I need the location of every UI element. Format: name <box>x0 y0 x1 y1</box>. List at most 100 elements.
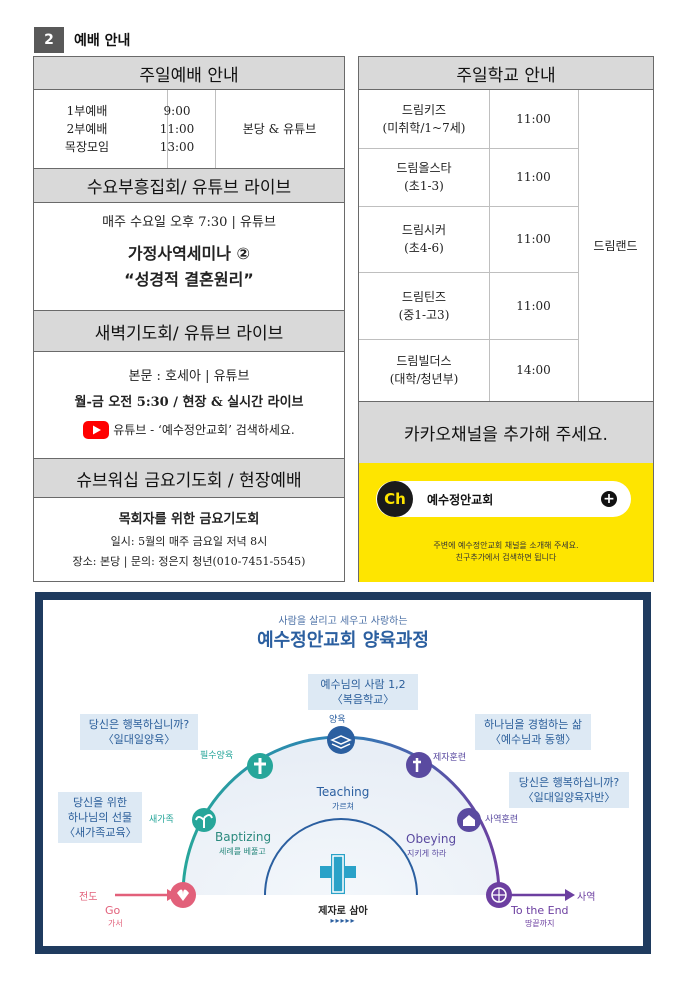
step-essential: 필수양육 <box>200 751 234 761</box>
center-arrows: ▸▸▸▸▸ <box>330 916 356 925</box>
youtube-hint-text: 유튜브 - ‘예수정안교회’ 검색하세요. <box>113 423 295 437</box>
class-age: (초4-6) <box>404 241 444 255</box>
sunday-school-panel: 주일학교 안내 드림키즈 (미취학/1~7세) 11:00 드림올스타 (초1-… <box>358 56 654 582</box>
inner-arch <box>264 818 418 896</box>
kakao-channel-card: Ch 예수정안교회 + 주변에 예수정안교회 채널을 소개해 주세요. 친구추가… <box>359 463 653 582</box>
book-icon <box>327 726 355 754</box>
bubble-text: 하나님을 경험하는 삶 <box>483 718 583 731</box>
disciple-icon <box>406 752 432 778</box>
class-row: 드림키즈 (미취학/1~7세) <box>359 90 489 148</box>
discipleship-diagram: 사람을 살리고 세우고 사랑하는 예수정안교회 양육과정 예수님의 사람 1,2… <box>43 600 643 946</box>
bubble-text: 당신을 위한 <box>72 796 128 809</box>
bubble-text: 하나님의 선물 <box>67 811 133 824</box>
service-time: 11:00 <box>159 122 195 136</box>
kakao-desc-2: 친구추가에서 검색하면 됩니다 <box>455 553 557 562</box>
worship-info-panel: 주일예배 안내 1부예배 2부예배 목장모임 9:00 11:00 13:00 … <box>33 56 345 582</box>
friday-title: 목회자를 위한 금요기도회 <box>118 512 260 527</box>
service-names: 1부예배 2부예배 목장모임 <box>34 95 140 163</box>
class-name: 드림틴즈 <box>401 289 447 304</box>
bubble-new-family: 당신을 위한 하나님의 선물 〈새가족교육〉 <box>58 792 142 843</box>
step-end-en: To the End <box>511 904 569 917</box>
class-name: 드림키즈 <box>401 103 447 117</box>
service-name: 1부예배 <box>66 104 108 118</box>
bubble-text: 〈복음학교〉 <box>331 693 395 706</box>
service-place: 본당 & 유튜브 <box>242 122 317 136</box>
section-title: 예배 안내 <box>74 33 131 49</box>
step-go-label: 전도 <box>79 892 98 903</box>
service-time: 13:00 <box>159 140 195 154</box>
mission-arrow <box>565 889 575 901</box>
arc-baptizing-kr: 세례를 베풀고 <box>219 847 266 856</box>
bubble-text: 당신은 행복하십니까? <box>88 718 190 731</box>
step-ministry-training: 사역훈련 <box>485 815 519 825</box>
step-mission: 사역 <box>577 892 596 903</box>
step-end-kr: 땅끝까지 <box>525 919 555 928</box>
youtube-icon <box>83 421 110 439</box>
class-age: (대학/청년부) <box>389 372 459 386</box>
friday-header: 슈브워십 금요기도회 / 현장예배 <box>34 458 344 498</box>
dawn-text: 본문 : 호세아 | 유튜브 <box>128 369 250 384</box>
diagram-graphics <box>115 726 575 908</box>
class-name: 드림올스타 <box>396 161 452 175</box>
class-time: 11:00 <box>516 232 551 246</box>
friday-date: 일시: 5월의 매주 금요일 저녁 8시 <box>110 535 268 548</box>
step-new-family: 새가족 <box>149 815 174 825</box>
class-row: 드림틴즈 (중1-고3) <box>359 272 489 339</box>
class-time: 14:00 <box>516 363 551 377</box>
center-label: 제자로 삼아 <box>318 906 368 917</box>
sunday-worship-table: 1부예배 2부예배 목장모임 9:00 11:00 13:00 본당 & 유튜브 <box>34 90 344 168</box>
step-disciple: 제자훈련 <box>433 753 467 763</box>
step-nurture: 양육 <box>329 715 346 725</box>
bubble-one-on-one: 당신은 행복하십니까? 〈일대일양육〉 <box>80 714 198 750</box>
kakao-channel-name: 예수정안교회 <box>427 493 494 507</box>
sunday-school-header: 주일학교 안내 <box>359 57 653 90</box>
class-age: (초1-3) <box>404 179 444 193</box>
sunday-worship-header: 주일예배 안내 <box>34 57 344 90</box>
wednesday-schedule: 매주 수요일 오후 7:30 | 유튜브 <box>102 215 276 230</box>
class-row: 드림빌더스 (대학/청년부) <box>359 339 489 401</box>
bubble-mentor-class: 당신은 행복하십니까? 〈일대일양육자반〉 <box>509 772 629 808</box>
arc-baptizing-en: Baptizing <box>215 830 272 844</box>
bubble-text: 〈예수님과 동행〉 <box>489 733 577 746</box>
class-row: 드림시커 (초4-6) <box>359 206 489 272</box>
step-go-en: Go <box>105 904 121 917</box>
class-place: 드림랜드 <box>593 238 638 253</box>
service-time: 9:00 <box>163 104 191 118</box>
kakao-header: 카카오채널을 추가해 주세요. <box>359 401 653 463</box>
youtube-search-hint: 유튜브 - ‘예수정안교회’ 검색하세요. <box>34 419 344 441</box>
kakao-channel-icon: Ch <box>377 481 413 517</box>
service-name: 2부예배 <box>66 122 108 136</box>
friday-place: 장소: 본당 | 문의: 정은지 청년(010-7451-5545) <box>72 555 306 568</box>
step-go-kr: 가서 <box>108 919 123 928</box>
class-row: 드림올스타 (초1-3) <box>359 148 489 206</box>
class-time: 11:00 <box>516 170 551 184</box>
section-number: 2 <box>34 27 64 53</box>
diagram-title: 예수정안교회 양육과정 <box>257 630 429 651</box>
kakao-channel-pill[interactable] <box>376 481 631 517</box>
add-channel-icon[interactable]: + <box>601 491 617 507</box>
bubble-text: 예수님의 사람 1,2 <box>320 678 406 691</box>
service-times: 9:00 11:00 13:00 <box>154 95 200 163</box>
dawn-time: 월-금 오전 5:30 / 현장 & 실시간 라이브 <box>74 395 304 410</box>
kakao-desc-1: 주변에 예수정안교회 채널을 소개해 주세요. <box>433 541 579 550</box>
class-age: (중1-고3) <box>398 307 450 322</box>
seminar-title: 가정사역세미나 ② <box>127 244 251 263</box>
bubble-text: 당신은 행복하십니까? <box>518 776 620 789</box>
class-time: 11:00 <box>516 112 551 126</box>
seminar-subtitle: “성경적 결혼원리” <box>124 270 254 289</box>
class-age: (미취학/1~7세) <box>382 121 466 135</box>
arc-teaching-en: Teaching <box>316 785 370 799</box>
sunday-school-table: 드림키즈 (미취학/1~7세) 11:00 드림올스타 (초1-3) 11:00… <box>359 90 653 401</box>
arc-teaching-kr: 가르쳐 <box>331 802 355 811</box>
class-name: 드림시커 <box>401 223 447 237</box>
dawn-header: 새벽기도회/ 유튜브 라이브 <box>34 310 344 352</box>
bubble-gospel-school: 예수님의 사람 1,2 〈복음학교〉 <box>308 674 418 710</box>
service-name: 목장모임 <box>64 140 110 154</box>
bubble-walk-with-jesus: 하나님을 경험하는 삶 〈예수님과 동행〉 <box>475 714 591 750</box>
bubble-text: 〈새가족교육〉 <box>64 826 137 839</box>
diagram-subtitle: 사람을 살리고 세우고 사랑하는 <box>278 616 408 627</box>
bubble-text: 〈일대일양육자반〉 <box>522 791 616 804</box>
arc-obeying-en: Obeying <box>406 832 457 846</box>
class-time: 11:00 <box>516 298 551 313</box>
arc-obeying-kr: 지키게 하라 <box>407 849 447 858</box>
